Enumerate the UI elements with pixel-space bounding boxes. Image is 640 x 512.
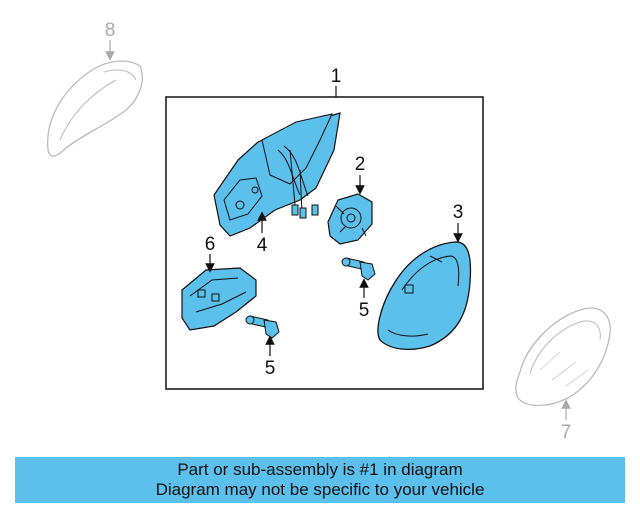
part-2-mirror-motor[interactable] xyxy=(327,193,373,245)
callout-6: 6 xyxy=(205,234,216,255)
part-5-screw-upper[interactable] xyxy=(341,257,376,281)
callout-8: 8 xyxy=(105,20,116,41)
banner-line-1: Part or sub-assembly is #1 in diagram xyxy=(177,460,463,479)
callout-1: 1 xyxy=(331,66,342,87)
parts-diagram: 1 4 2 3 5 xyxy=(47,20,611,443)
part-5-screw-lower[interactable] xyxy=(245,315,280,339)
callout-7: 7 xyxy=(561,422,572,443)
assembly-frame xyxy=(165,96,484,390)
callout-5-lower: 5 xyxy=(265,358,276,379)
part-7-mirror-glass[interactable] xyxy=(515,307,611,407)
info-banner: Part or sub-assembly is #1 in diagram Di… xyxy=(15,457,625,503)
banner-line-2: Diagram may not be specific to your vehi… xyxy=(155,480,485,499)
part-3-mirror-cover[interactable] xyxy=(377,241,472,351)
callout-2: 2 xyxy=(355,154,366,175)
callout-4: 4 xyxy=(257,235,268,256)
part-4-mirror-base[interactable] xyxy=(213,112,341,237)
part-8-mirror-cap[interactable] xyxy=(47,60,143,157)
callout-3: 3 xyxy=(453,202,464,223)
callout-5-upper: 5 xyxy=(359,300,370,321)
part-6-lower-housing[interactable] xyxy=(181,267,257,331)
